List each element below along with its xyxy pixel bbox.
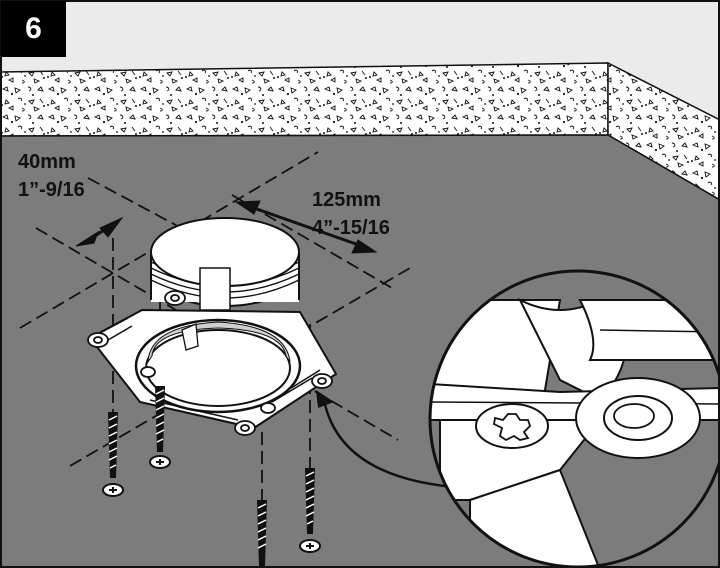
dimension-arrows — [75, 200, 378, 254]
mounting-housing — [87, 217, 338, 436]
step-number-badge: 6 — [1, 1, 66, 57]
spacing-imperial-label: 1”-9/16 — [18, 179, 85, 201]
width-imperial-label: 4”-15/16 — [312, 217, 390, 239]
spacing-metric-label: 40mm — [18, 151, 76, 173]
screw-center — [149, 386, 171, 469]
detail-callout-arrow — [316, 390, 467, 490]
concrete-slab-front — [0, 62, 609, 137]
concrete-slab-side — [607, 61, 720, 201]
screw-left — [102, 412, 124, 497]
screw-right — [299, 468, 321, 553]
magnified-detail — [428, 269, 720, 568]
screw-bottom — [257, 500, 267, 566]
width-metric-label: 125mm — [312, 189, 381, 211]
